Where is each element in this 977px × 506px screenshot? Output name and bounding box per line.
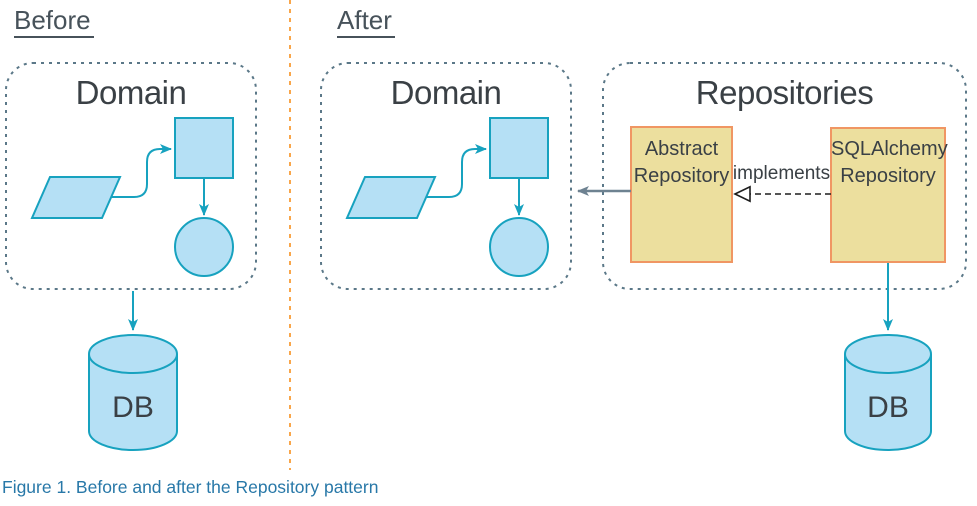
parallelogram-to-square-arrow (426, 144, 487, 198)
process-square-shape (174, 117, 234, 179)
circle-shape (489, 217, 549, 277)
after-db-label: DB (867, 391, 909, 424)
sqlalchemy-repository-line1: SQLAlchemy (831, 138, 948, 160)
sqlalchemy-repository-label: SQLAlchemy Repository (831, 136, 948, 190)
before-domain-title: Domain (75, 74, 187, 111)
implements-arrow (733, 185, 831, 203)
before-db-label: DB (112, 391, 154, 424)
implements-label: implements (732, 163, 831, 184)
abstract-repository-node (630, 126, 733, 263)
circle-shape (174, 217, 234, 277)
sqlalchemy-repository-node (830, 127, 946, 263)
after-domain-title: Domain (390, 74, 502, 111)
abstract-repository-label: Abstract Repository (631, 136, 732, 190)
parallelogram-to-square-arrow (111, 144, 172, 198)
abstract-repository-line2: Repository (633, 165, 730, 187)
parallelogram-shape (30, 176, 122, 219)
after-domain-shapes (345, 117, 549, 277)
parallelogram-shape (345, 176, 437, 219)
repositories-title: Repositories (695, 74, 874, 111)
after-domain-box (320, 62, 572, 290)
before-db-cylinder (88, 334, 178, 451)
after-db-cylinder (844, 334, 932, 451)
after-section-label: After (337, 6, 395, 38)
before-section-label: Before (14, 6, 94, 38)
figure-caption: Figure 1. Before and after the Repositor… (2, 477, 379, 497)
before-domain-shapes (30, 117, 234, 277)
abstract-repository-line1: Abstract (644, 138, 719, 160)
process-square-shape (489, 117, 549, 179)
sqlalchemy-repository-line2: Repository (840, 165, 936, 187)
repositories-box (602, 62, 967, 290)
before-domain-box (5, 62, 257, 290)
